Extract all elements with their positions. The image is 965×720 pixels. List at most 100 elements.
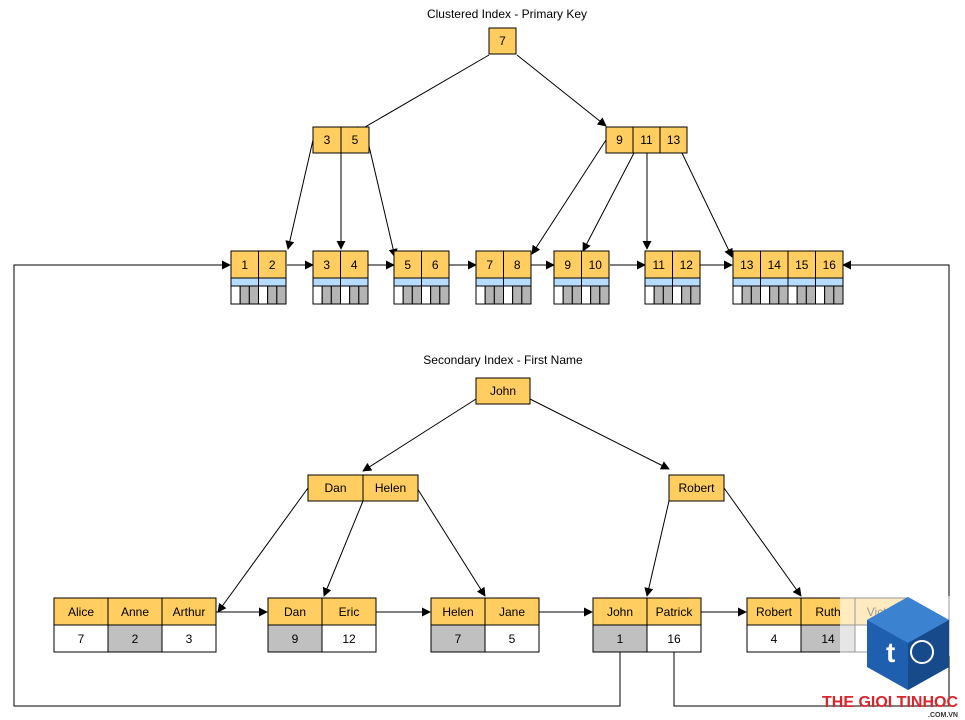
row-data-cell xyxy=(411,285,423,305)
watermark-logo: t THE GIOI TINHOC .COM.VN xyxy=(822,596,965,719)
row-data-cell xyxy=(690,285,701,305)
primary-key-cell xyxy=(430,624,486,653)
row-pointer-strip xyxy=(503,277,532,287)
row-pointer-strip xyxy=(644,277,673,287)
row-data-cell xyxy=(421,285,432,305)
row-data-cell xyxy=(750,285,761,305)
key-label: 7 xyxy=(499,34,506,48)
leaf-key-label: 13 xyxy=(740,258,754,272)
clustered-root-node: 7 xyxy=(488,27,517,55)
row-data-cell xyxy=(833,285,844,305)
key-label: Helen xyxy=(375,481,406,495)
row-data-cell xyxy=(258,285,269,305)
primary-key-cell xyxy=(107,624,163,653)
row-data-cell xyxy=(553,285,564,305)
key-cell xyxy=(668,474,725,502)
leaf-key-label: 8 xyxy=(514,258,521,272)
leaf-key-label: 1 xyxy=(241,258,248,272)
leaf-key-cell xyxy=(503,250,532,279)
name-label: Jane xyxy=(499,605,525,619)
name-label: Patrick xyxy=(656,605,694,619)
row-data-cell xyxy=(787,285,798,305)
row-pointer-strip xyxy=(553,277,582,287)
name-label: Robert xyxy=(756,605,793,619)
key-label: John xyxy=(490,384,516,398)
leaf-key-label: 10 xyxy=(589,258,603,272)
leaf-key-label: 5 xyxy=(404,258,411,272)
row-data-cell xyxy=(590,285,601,305)
leaf-key-cell xyxy=(553,250,582,279)
primary-key-cell xyxy=(267,624,323,653)
row-data-cell xyxy=(248,285,259,305)
row-data-cell xyxy=(805,285,816,305)
key-cell xyxy=(307,474,364,502)
leaf-key-label: 11 xyxy=(653,258,666,272)
secondary-index-title: Secondary Index - First Name xyxy=(423,353,583,367)
row-data-cell xyxy=(581,285,592,305)
row-data-cell xyxy=(475,285,486,305)
row-data-cell xyxy=(267,285,278,305)
row-data-cell xyxy=(599,285,610,305)
primary-key-label: 5 xyxy=(509,632,516,646)
clustered-index-title: Clustered Index - Primary Key xyxy=(427,7,587,21)
name-cell xyxy=(321,597,377,626)
primary-key-label: 7 xyxy=(78,632,85,646)
primary-key-cell xyxy=(161,624,217,653)
row-pointer-strip xyxy=(421,277,450,287)
row-data-cell xyxy=(824,285,835,305)
key-label: Robert xyxy=(678,481,715,495)
row-pointer-strip xyxy=(760,277,789,287)
name-label: Anne xyxy=(121,605,149,619)
row-data-cell xyxy=(393,285,404,305)
row-data-cell xyxy=(815,285,826,305)
key-cell xyxy=(362,474,419,502)
row-data-cell xyxy=(340,285,351,305)
watermark-globe-icon xyxy=(910,640,934,664)
row-data-cell xyxy=(653,285,664,305)
row-pointer-strip xyxy=(393,277,422,287)
name-label: John xyxy=(607,605,633,619)
row-data-cell xyxy=(778,285,789,305)
name-label: Eric xyxy=(339,605,360,619)
leaf-key-label: 14 xyxy=(768,258,782,272)
row-data-cell xyxy=(402,285,413,305)
row-pointer-strip xyxy=(230,277,259,287)
name-label: Arthur xyxy=(173,605,206,619)
leaf-key-cell xyxy=(312,250,341,279)
row-data-cell xyxy=(358,285,369,305)
row-data-cell xyxy=(562,285,573,305)
row-pointer-strip xyxy=(672,277,701,287)
row-data-cell xyxy=(276,285,287,305)
tree-edges xyxy=(13,54,950,707)
row-pointer-strip xyxy=(340,277,369,287)
leaf-key-cell xyxy=(760,250,789,279)
secondary-node-right: Robert xyxy=(668,474,725,502)
primary-key-label: 16 xyxy=(667,632,681,646)
leaf-key-cell xyxy=(787,250,816,279)
leaf-key-label: 9 xyxy=(564,258,571,272)
primary-key-cell xyxy=(646,624,702,653)
key-label: Dan xyxy=(324,481,346,495)
name-cell xyxy=(53,597,109,626)
row-data-cell xyxy=(681,285,692,305)
leaf-key-label: 6 xyxy=(432,258,439,272)
row-pointer-strip xyxy=(258,277,287,287)
key-cell xyxy=(659,126,688,154)
leaf-key-label: 7 xyxy=(486,258,493,272)
row-data-cell xyxy=(239,285,250,305)
clustered-leaf-page: 9 10 xyxy=(553,250,610,305)
row-data-cell xyxy=(349,285,360,305)
key-label: 3 xyxy=(324,133,331,147)
primary-key-cell xyxy=(746,624,802,653)
key-label: 13 xyxy=(667,133,681,147)
leaf-key-label: 2 xyxy=(269,258,276,272)
row-data-cell xyxy=(644,285,655,305)
